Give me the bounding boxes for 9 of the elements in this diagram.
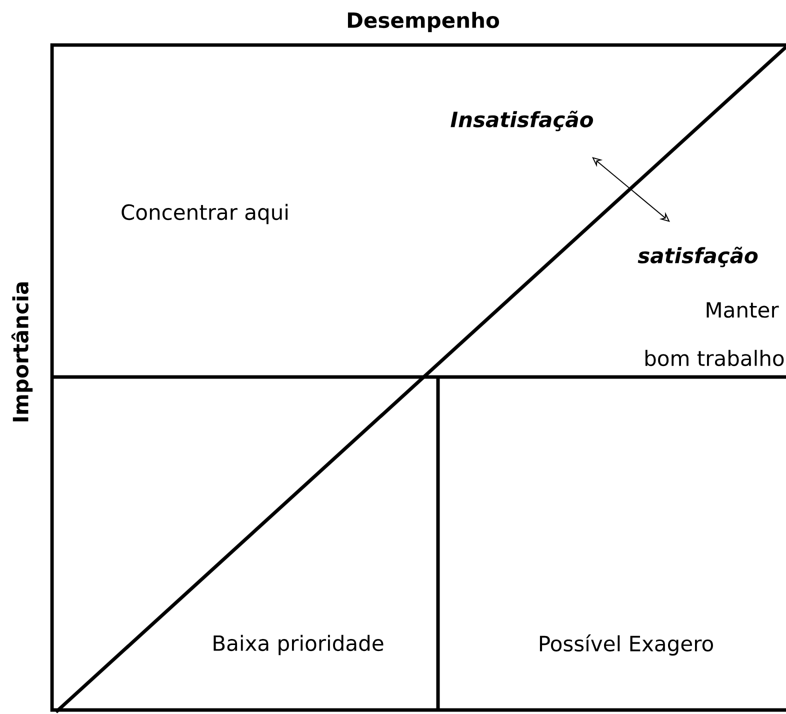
- annotation-text: satisfação: [638, 246, 758, 268]
- quadrant-label: Manter: [706, 302, 779, 318]
- axis-label: Importância: [11, 282, 33, 422]
- quadrant-label: Possível Exagero: [540, 634, 713, 656]
- quadrant-label: Baixa prioridade: [214, 634, 384, 656]
- annotation-text: Insatisfação: [450, 110, 594, 132]
- quadrant-label: bom trabalho: [645, 350, 784, 366]
- axis-label: Desempenho: [348, 12, 500, 32]
- quadrant-label: Concentrar aqui: [122, 204, 288, 224]
